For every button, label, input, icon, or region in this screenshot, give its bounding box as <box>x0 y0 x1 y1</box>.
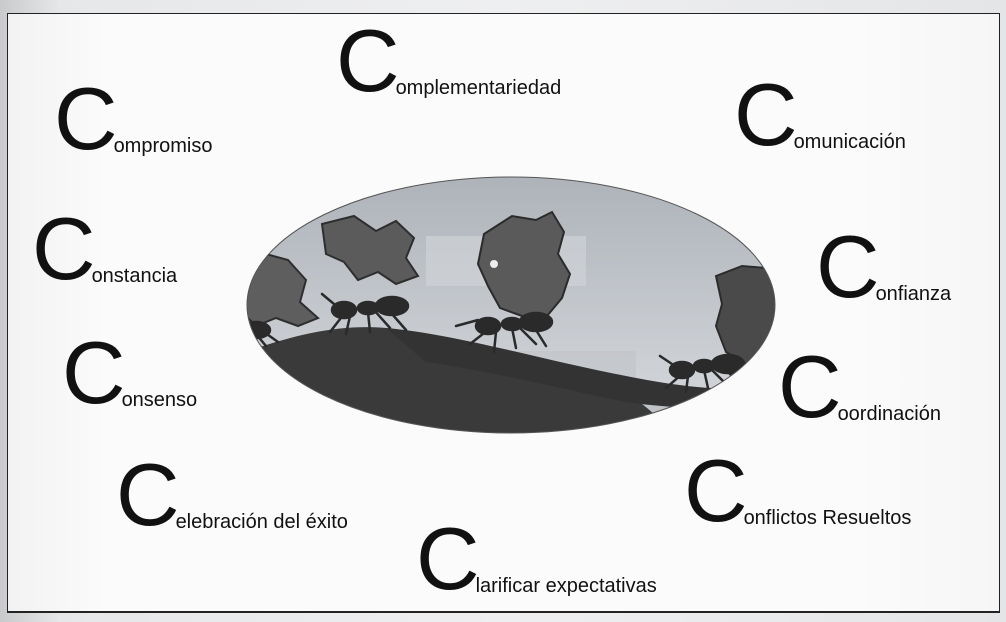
term-label: onflictos Resueltos <box>743 507 912 530</box>
term-initial: C <box>336 11 400 110</box>
term-constancia: C onstancia <box>32 199 178 298</box>
term-initial: C <box>62 323 126 422</box>
term-conflictos-resueltos: C onflictos Resueltos <box>684 441 912 540</box>
term-initial: C <box>778 337 842 436</box>
term-initial: C <box>54 69 118 168</box>
term-confianza: C onfianza <box>816 217 952 316</box>
term-initial: C <box>684 441 748 540</box>
ants-illustration <box>246 176 776 439</box>
term-consenso: C onsenso <box>62 323 198 422</box>
term-initial: C <box>734 65 798 164</box>
term-clarificar-expectativas: C larificar expectativas <box>416 509 657 608</box>
term-compromiso: C ompromiso <box>54 69 213 168</box>
term-initial: C <box>32 199 96 298</box>
term-label: oordinación <box>837 403 941 426</box>
term-label: larificar expectativas <box>475 575 657 598</box>
term-label: onsenso <box>121 389 198 412</box>
term-label: omplementariedad <box>395 77 562 100</box>
term-complementariedad: C omplementariedad <box>336 11 562 110</box>
term-initial: C <box>116 445 180 544</box>
term-initial: C <box>416 509 480 608</box>
term-coordinacion: C oordinación <box>778 337 941 436</box>
term-label: onfianza <box>875 283 952 306</box>
term-label: ompromiso <box>113 135 213 158</box>
term-comunicacion: C omunicación <box>734 65 906 164</box>
term-label: onstancia <box>91 265 178 288</box>
term-label: omunicación <box>793 131 906 154</box>
term-initial: C <box>816 217 880 316</box>
term-label: elebración del éxito <box>175 511 348 534</box>
term-celebracion-del-exito: C elebración del éxito <box>116 445 348 544</box>
